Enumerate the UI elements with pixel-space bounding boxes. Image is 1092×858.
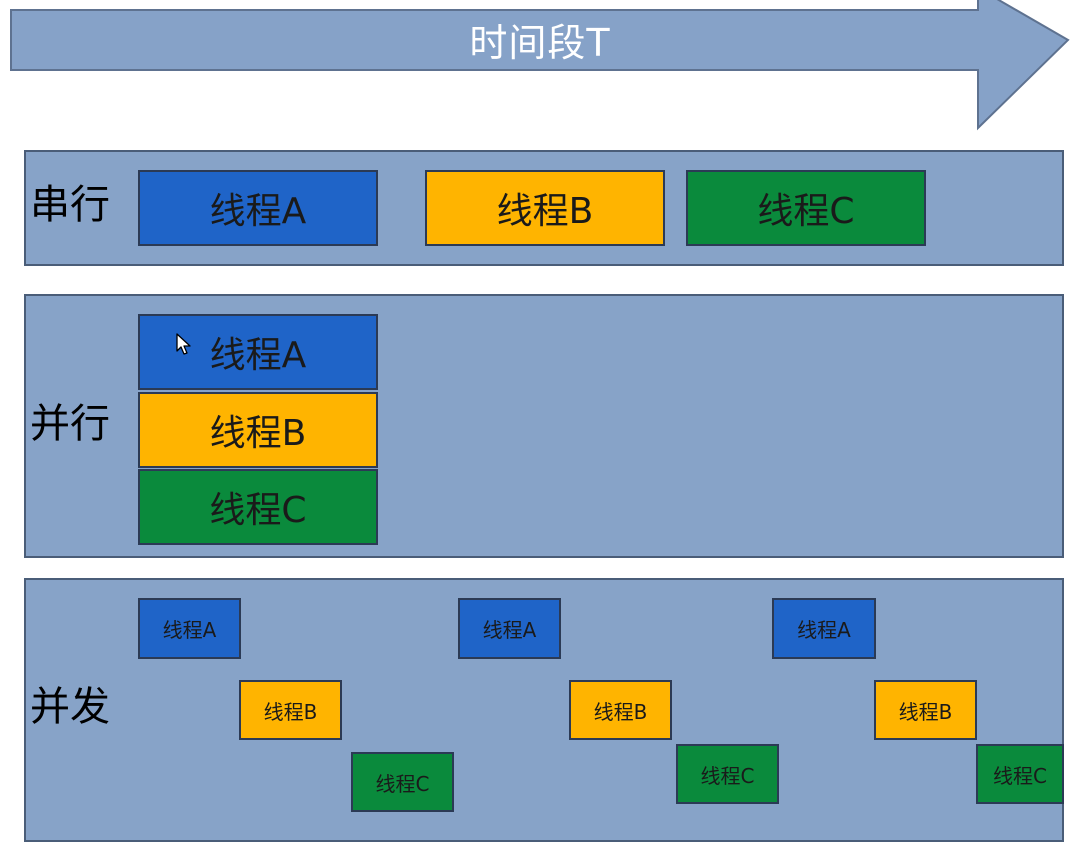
timeline-arrow-shape <box>10 0 1070 131</box>
mouse-cursor-icon <box>176 333 191 355</box>
parallel-thread-c: 线程C <box>138 469 378 545</box>
concurrent-thread-a-3: 线程A <box>772 598 876 659</box>
parallel-thread-a: 线程A <box>138 314 378 390</box>
concurrent-thread-c-2: 线程C <box>676 744 779 804</box>
serial-thread-a: 线程A <box>138 170 378 246</box>
concurrent-thread-a-2: 线程A <box>458 598 561 659</box>
concurrent-thread-b-2: 线程B <box>569 680 672 740</box>
concurrent-thread-b-1: 线程B <box>239 680 342 740</box>
parallel-thread-b: 线程B <box>138 392 378 468</box>
parallel-label: 并行 <box>30 401 110 447</box>
serial-label: 串行 <box>30 182 110 228</box>
concurrent-thread-c-1: 线程C <box>351 752 454 812</box>
concurrent-thread-b-3: 线程B <box>874 680 977 740</box>
timeline-label: 时间段T <box>469 20 611 65</box>
concurrent-thread-c-3: 线程C <box>976 744 1064 804</box>
serial-thread-c: 线程C <box>686 170 926 246</box>
concurrent-label: 并发 <box>30 684 110 730</box>
timeline-arrow <box>10 0 1070 131</box>
serial-thread-b: 线程B <box>425 170 665 246</box>
concurrent-thread-a-1: 线程A <box>138 598 241 659</box>
